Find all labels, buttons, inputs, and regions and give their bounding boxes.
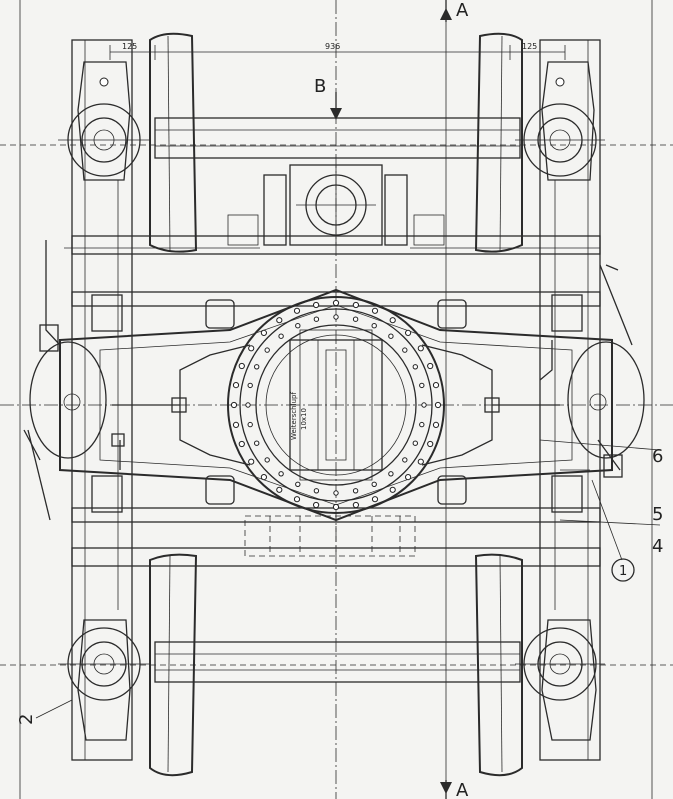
- ring-bolt: [232, 382, 240, 389]
- axle-box-front-left: [58, 61, 150, 181]
- dimension-left: 125: [122, 42, 137, 51]
- ring-bolt: [417, 458, 424, 465]
- ring-bolt: [264, 457, 270, 463]
- axle-box-front-right: [515, 61, 605, 181]
- ring-bolt: [313, 301, 320, 309]
- ring-bolt: [260, 329, 267, 336]
- ring-bolt: [232, 421, 240, 428]
- ring-bolt: [388, 471, 394, 477]
- ring-bolt: [432, 421, 440, 428]
- section-label-top: A: [456, 0, 469, 21]
- ring-bolt: [276, 486, 283, 493]
- ring-bolt: [254, 364, 260, 370]
- ring-bolt: [417, 345, 424, 352]
- ring-bolt: [412, 440, 418, 446]
- ring-bolt: [278, 333, 284, 339]
- ring-bolt: [293, 496, 301, 503]
- ring-bolt: [264, 347, 270, 353]
- ring-bolt: [371, 496, 379, 503]
- ring-bolt: [238, 440, 245, 448]
- ring-bolt: [352, 501, 359, 509]
- ring-bolt: [238, 362, 245, 370]
- callout-4: 4: [652, 536, 663, 557]
- ring-bolt: [402, 457, 408, 463]
- ring-bolt: [230, 401, 238, 409]
- ring-bolt: [313, 501, 320, 509]
- reservoir-right: [567, 341, 645, 459]
- view-label: B: [314, 76, 326, 97]
- callout-1: 1: [619, 564, 627, 579]
- ring-bolt: [248, 345, 255, 352]
- axle-box-rear-right: [515, 619, 605, 741]
- ring-bolt: [402, 347, 408, 353]
- dimension-middle: 936: [325, 42, 340, 51]
- ring-bolt: [295, 323, 301, 329]
- ring-bolt: [295, 481, 301, 487]
- plate-text-line1: Weiterschlupf: [290, 392, 298, 440]
- ring-bolt: [293, 307, 301, 314]
- ring-bolt: [313, 316, 320, 322]
- ring-bolt: [434, 401, 442, 409]
- callout-2: 2: [16, 714, 37, 725]
- ring-bolt: [332, 299, 340, 307]
- hidden-outline: [244, 515, 416, 557]
- slewing-ring: [227, 296, 445, 514]
- reservoir-left: [29, 341, 107, 459]
- wheelset-front: [149, 32, 523, 253]
- ring-bolts: [230, 299, 442, 511]
- section-marker-bottom: A: [440, 780, 469, 799]
- pivot-plate: Weiterschlupf 10x10: [289, 329, 383, 481]
- side-frames: [71, 39, 601, 761]
- ring-bolt: [412, 364, 418, 370]
- gearbox: [227, 164, 445, 246]
- section-marker-top: A: [440, 0, 469, 22]
- ring-bolt: [247, 421, 253, 428]
- ring-bolt: [419, 421, 425, 428]
- ring-bolt: [352, 316, 359, 322]
- callout-1-circle: [611, 558, 635, 582]
- callout-5: 5: [652, 504, 663, 525]
- plate-text-line2: 10x10: [300, 408, 308, 430]
- ring-bolt: [432, 382, 440, 389]
- dimension-right: 125: [522, 42, 537, 51]
- pipework: [39, 247, 623, 478]
- ring-bolt: [371, 307, 379, 314]
- ring-bolt: [313, 488, 320, 494]
- ring-bolt: [260, 474, 267, 481]
- ring-bolt: [245, 402, 251, 408]
- ring-bolt: [421, 402, 427, 408]
- dimension-line: 125 936 125: [109, 42, 566, 60]
- ring-bolt: [278, 471, 284, 477]
- ring-bolt: [388, 333, 394, 339]
- ring-bolt: [332, 503, 340, 511]
- ring-bolt: [405, 329, 412, 336]
- ring-bolt: [247, 382, 253, 389]
- wheelset-rear: [149, 553, 523, 777]
- view-arrow: B: [314, 76, 342, 120]
- ring-bolt: [276, 317, 283, 324]
- ring-bolt: [254, 440, 260, 446]
- ring-bolt: [333, 490, 339, 496]
- ring-bolt: [352, 301, 359, 309]
- ring-bolt: [419, 382, 425, 389]
- axle-box-rear-left: [58, 619, 150, 741]
- section-label-bottom: A: [456, 780, 469, 799]
- ring-bolt: [371, 481, 377, 487]
- ring-bolt: [352, 488, 359, 494]
- ring-bolt: [248, 458, 255, 465]
- spring-units: [91, 294, 583, 513]
- ring-bolt: [371, 323, 377, 329]
- callouts: 6 5 4 1 2: [16, 439, 663, 725]
- callout-6: 6: [652, 446, 663, 467]
- ring-bolt: [427, 362, 434, 370]
- ring-bolt: [405, 474, 412, 481]
- ring-bolt: [389, 486, 396, 493]
- ring-bolt: [333, 314, 339, 320]
- ring-bolt: [389, 317, 396, 324]
- brake-rods: [23, 240, 633, 521]
- ring-bolt: [427, 440, 434, 448]
